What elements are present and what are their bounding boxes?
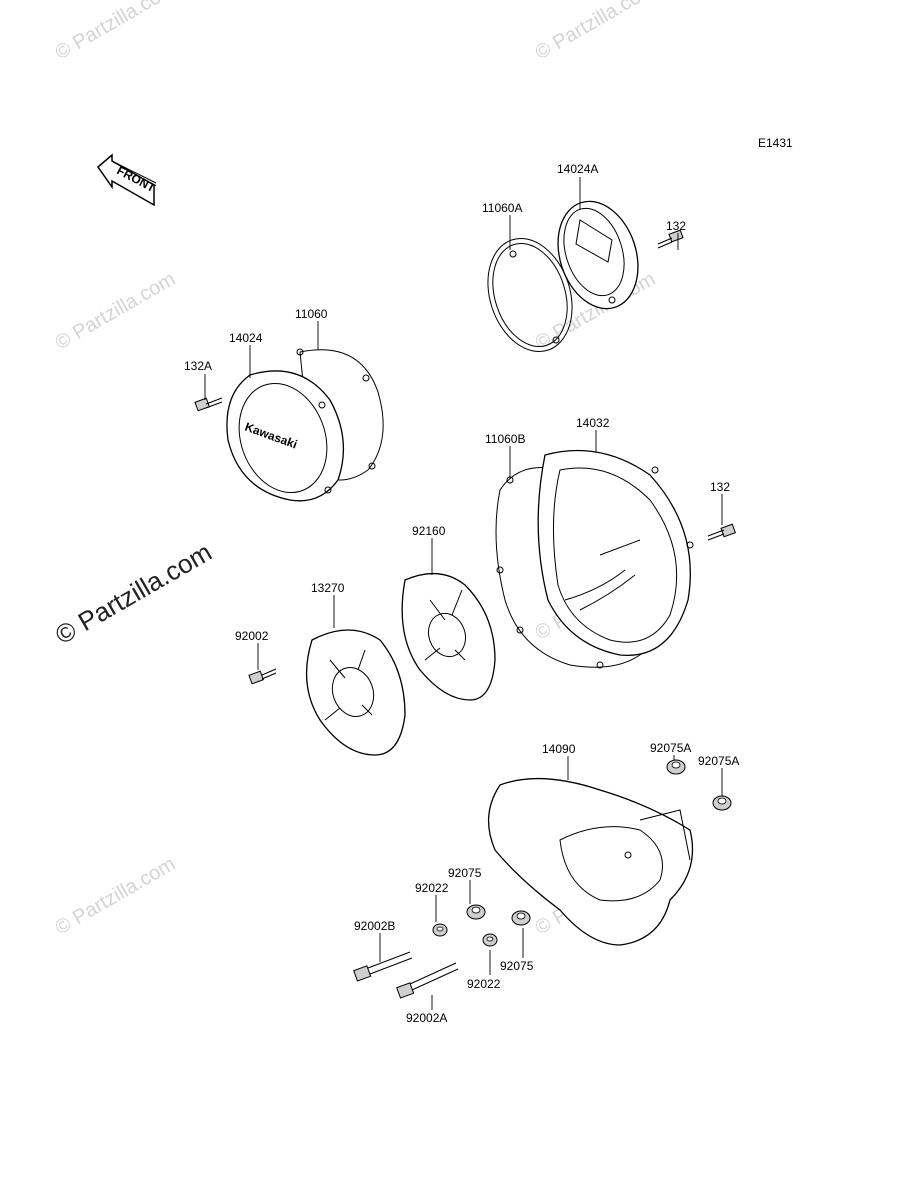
leader-lines <box>204 177 723 1010</box>
label-92075-1[interactable]: 92075 <box>448 866 482 880</box>
bolt-92002B <box>353 951 413 982</box>
bolt-92002A <box>396 962 459 999</box>
cover-14024A <box>557 200 639 310</box>
bolt-132A <box>194 397 223 412</box>
watermark-1: © Partzilla.com <box>52 0 180 64</box>
label-11060A[interactable]: 11060A <box>482 201 522 215</box>
label-132-top[interactable]: 132 <box>666 219 686 233</box>
cover-14032 <box>537 449 694 657</box>
collar-92075A-2 <box>712 795 732 811</box>
collar-92075-1 <box>466 904 486 920</box>
label-92075-2[interactable]: 92075 <box>500 959 534 973</box>
label-14024[interactable]: 14024 <box>229 331 263 345</box>
washer-92022-2 <box>482 933 498 947</box>
bolt-92002 <box>248 668 277 685</box>
label-13270[interactable]: 13270 <box>311 581 345 595</box>
label-11060[interactable]: 11060 <box>295 307 328 321</box>
watermark-6: © Partzilla.com <box>52 853 180 939</box>
label-132A[interactable]: 132A <box>184 359 212 373</box>
label-11060B[interactable]: 11060B <box>485 432 525 446</box>
label-92002[interactable]: 92002 <box>235 629 269 643</box>
label-92022-2[interactable]: 92022 <box>467 977 501 991</box>
label-92075A-1[interactable]: 92075A <box>650 741 691 755</box>
diagram-code: E1431 <box>758 136 793 150</box>
label-14090[interactable]: 14090 <box>542 742 576 756</box>
bolt-132-mid <box>707 523 736 541</box>
plate-92160 <box>401 572 496 701</box>
part-labels: 14024A 11060A 132 11060 14024 132A 14032… <box>184 162 739 1025</box>
label-92002B[interactable]: 92002B <box>354 919 395 933</box>
label-92022-1[interactable]: 92022 <box>415 881 449 895</box>
watermark-main: © Partzilla.com <box>50 537 217 651</box>
cover-14090 <box>487 777 694 946</box>
label-92160[interactable]: 92160 <box>412 524 446 538</box>
label-14024A[interactable]: 14024A <box>557 162 598 176</box>
collar-92075A-1 <box>666 759 686 775</box>
gasket-11060A <box>487 237 573 353</box>
label-92075A-2[interactable]: 92075A <box>698 754 739 768</box>
label-132-mid[interactable]: 132 <box>710 480 730 494</box>
washer-92022-1 <box>432 923 448 937</box>
label-14032[interactable]: 14032 <box>576 416 610 430</box>
bolt-132-top <box>657 229 684 249</box>
watermark-2: © Partzilla.com <box>532 0 660 64</box>
collar-92075-2 <box>511 910 531 926</box>
cover-14024: Kawasaki <box>226 370 345 502</box>
front-arrow-icon: FRONT <box>96 153 158 207</box>
watermark-3: © Partzilla.com <box>52 268 180 354</box>
label-92002A[interactable]: 92002A <box>406 1011 447 1025</box>
plate-13270 <box>305 629 406 756</box>
